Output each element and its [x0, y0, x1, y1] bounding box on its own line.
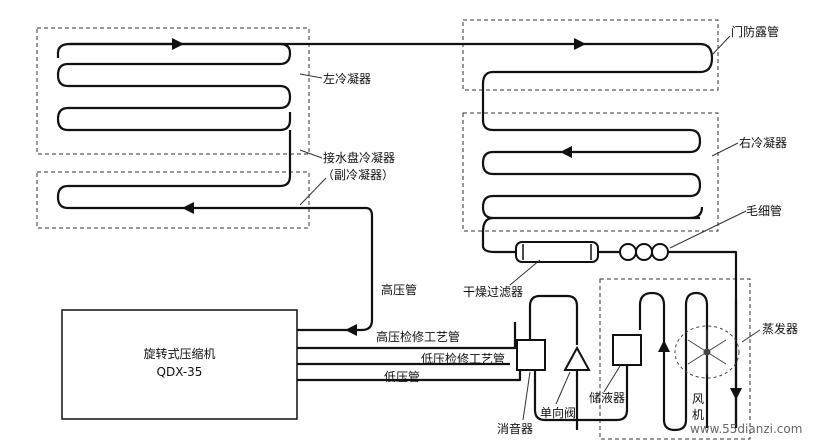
left-condenser-box [36, 27, 310, 155]
leader-line [711, 35, 731, 56]
arrow-icon [560, 146, 572, 158]
muffler-pipe [528, 294, 579, 345]
watermark-text: www.55dianzi.com [690, 422, 803, 436]
tray-condenser-box [36, 171, 310, 229]
label-evaporator: 蒸发器 [762, 322, 799, 336]
left-condenser-coil [56, 42, 292, 132]
label-fan-1: 风 [692, 392, 705, 406]
label-high-service-pipe: 高压检修工艺管 [376, 330, 461, 344]
leader-line [509, 259, 541, 286]
leader-line [555, 371, 571, 405]
leader-line [669, 210, 747, 249]
leader-line [522, 371, 531, 421]
pipe-to-dryer [481, 216, 700, 254]
arrow-icon [172, 38, 184, 50]
label-fan-2: 机 [692, 408, 705, 422]
compressor-box [61, 309, 298, 420]
label-low-pressure-pipe: 低压管 [384, 370, 421, 384]
label-muffler: 消音器 [497, 422, 534, 436]
tray-condenser-coil [56, 130, 374, 332]
accumulator-icon [612, 334, 642, 366]
label-high-pressure-pipe: 高压管 [381, 283, 418, 297]
check-valve-icon [563, 345, 591, 371]
label-right-condenser: 右冷凝器 [739, 136, 788, 150]
door-pipe-box [462, 19, 719, 91]
label-door-pipe: 门防露管 [731, 25, 780, 39]
capillary-coil-icon [619, 243, 669, 261]
arrow-icon [730, 388, 742, 400]
right-condenser-coil [481, 105, 704, 220]
dryer-filter-icon [515, 241, 599, 263]
leader-line [299, 73, 323, 79]
evaporator-box [599, 278, 751, 440]
leader-line [711, 142, 739, 157]
arrow-icon [182, 202, 194, 214]
arrow-icon [574, 38, 586, 50]
arrow-icon [658, 340, 670, 352]
leader-line [299, 149, 323, 159]
leader-line [741, 329, 761, 343]
compressor-model: QDX-35 [156, 365, 203, 379]
accumulator-line [533, 362, 629, 422]
leader-line [603, 365, 621, 393]
muffler-icon [516, 339, 546, 371]
label-left-condenser: 左冷凝器 [323, 72, 372, 86]
arrow-icon [345, 324, 357, 336]
label-accumulator: 储液器 [589, 391, 626, 405]
label-check-valve: 单向阀 [540, 406, 577, 420]
right-condenser-box [462, 112, 719, 232]
fan-icon [674, 325, 740, 379]
label-dryer-filter: 干燥过滤器 [463, 285, 524, 299]
evaporator-coil [638, 291, 738, 432]
high-service-pipe [297, 322, 517, 350]
left-to-door-pipe [70, 42, 714, 105]
label-capillary: 毛细管 [746, 204, 783, 218]
label-tray-condenser: 接水盘冷凝器 [323, 151, 396, 165]
leader-line [299, 177, 327, 206]
compressor-name: 旋转式压缩机 [143, 347, 216, 361]
label-low-service-pipe: 低压检修工艺管 [421, 352, 506, 366]
label-aux-condenser: （副冷凝器） [322, 168, 395, 182]
